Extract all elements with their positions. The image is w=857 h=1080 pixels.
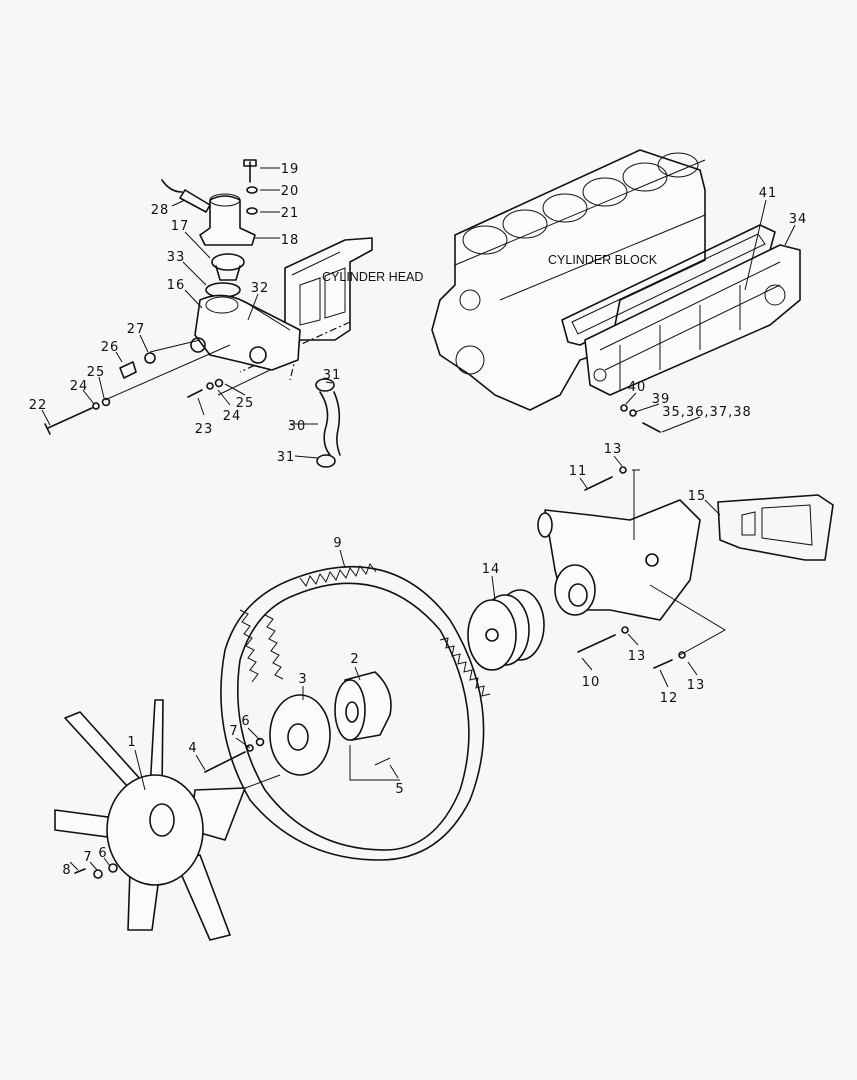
callout-33: 33 <box>167 250 186 265</box>
callout-20: 20 <box>281 184 300 199</box>
callout-19: 19 <box>281 162 300 177</box>
callout-6: 6 <box>98 846 107 861</box>
callout-16: 16 <box>167 278 186 293</box>
callout-35-36-37-38: 35,36,37,38 <box>662 405 752 420</box>
callout-31: 31 <box>277 450 296 465</box>
callout-5: 5 <box>395 782 404 797</box>
callout-14: 14 <box>482 562 501 577</box>
v-belts <box>220 562 491 861</box>
callout-25: 25 <box>87 365 106 380</box>
callout-4: 4 <box>188 741 197 756</box>
callout-39: 39 <box>652 392 671 407</box>
callout-26: 26 <box>101 340 120 355</box>
fan-spacer <box>334 671 400 781</box>
water-pump <box>537 466 726 669</box>
callout-1: 1 <box>127 735 136 750</box>
callout-8: 8 <box>62 863 71 878</box>
leader-lines <box>41 167 796 871</box>
callout-25: 25 <box>236 396 255 411</box>
callout-41: 41 <box>759 186 778 201</box>
callout-6: 6 <box>241 714 250 729</box>
thermostat-cover <box>199 159 258 246</box>
callout-32: 32 <box>251 281 270 296</box>
cooling-fan <box>54 699 246 941</box>
callout-7: 7 <box>229 724 238 739</box>
callout-24: 24 <box>70 379 89 394</box>
callout-34: 34 <box>789 212 808 227</box>
cylinder-head-label: CYLINDER HEAD <box>322 270 423 284</box>
callout-23: 23 <box>195 422 214 437</box>
callout-10: 10 <box>582 675 601 690</box>
callout-21: 21 <box>281 206 300 221</box>
callout-31: 31 <box>323 368 342 383</box>
callout-40: 40 <box>628 380 647 395</box>
water-pump-gasket <box>717 494 834 561</box>
callout-9: 9 <box>333 536 342 551</box>
callout-28: 28 <box>151 203 170 218</box>
callout-18: 18 <box>281 233 300 248</box>
callout-3: 3 <box>298 672 307 687</box>
water-hose <box>315 378 341 468</box>
callout-27: 27 <box>127 322 146 337</box>
callout-15: 15 <box>688 489 707 504</box>
callout-22: 22 <box>29 398 48 413</box>
bolts-thermostat <box>44 352 224 435</box>
cylinder-block-label: CYLINDER BLOCK <box>548 253 658 267</box>
callout-2: 2 <box>350 652 359 667</box>
fan-pulley <box>204 694 331 791</box>
callout-30: 30 <box>288 419 307 434</box>
callout-13: 13 <box>604 442 623 457</box>
callout-13: 13 <box>628 649 647 664</box>
thermostat <box>205 253 245 298</box>
callout-13: 13 <box>687 678 706 693</box>
thermostat-housing <box>104 294 301 401</box>
cylinder-block <box>431 149 706 411</box>
callout-12: 12 <box>660 691 679 706</box>
oil-cooler-bolts <box>620 404 661 433</box>
pump-pulley <box>467 589 545 671</box>
callout-11: 11 <box>569 464 588 479</box>
callout-24: 24 <box>223 409 242 424</box>
temperature-sensor <box>161 179 211 213</box>
callout-17: 17 <box>171 219 190 234</box>
callout-7: 7 <box>83 850 92 865</box>
